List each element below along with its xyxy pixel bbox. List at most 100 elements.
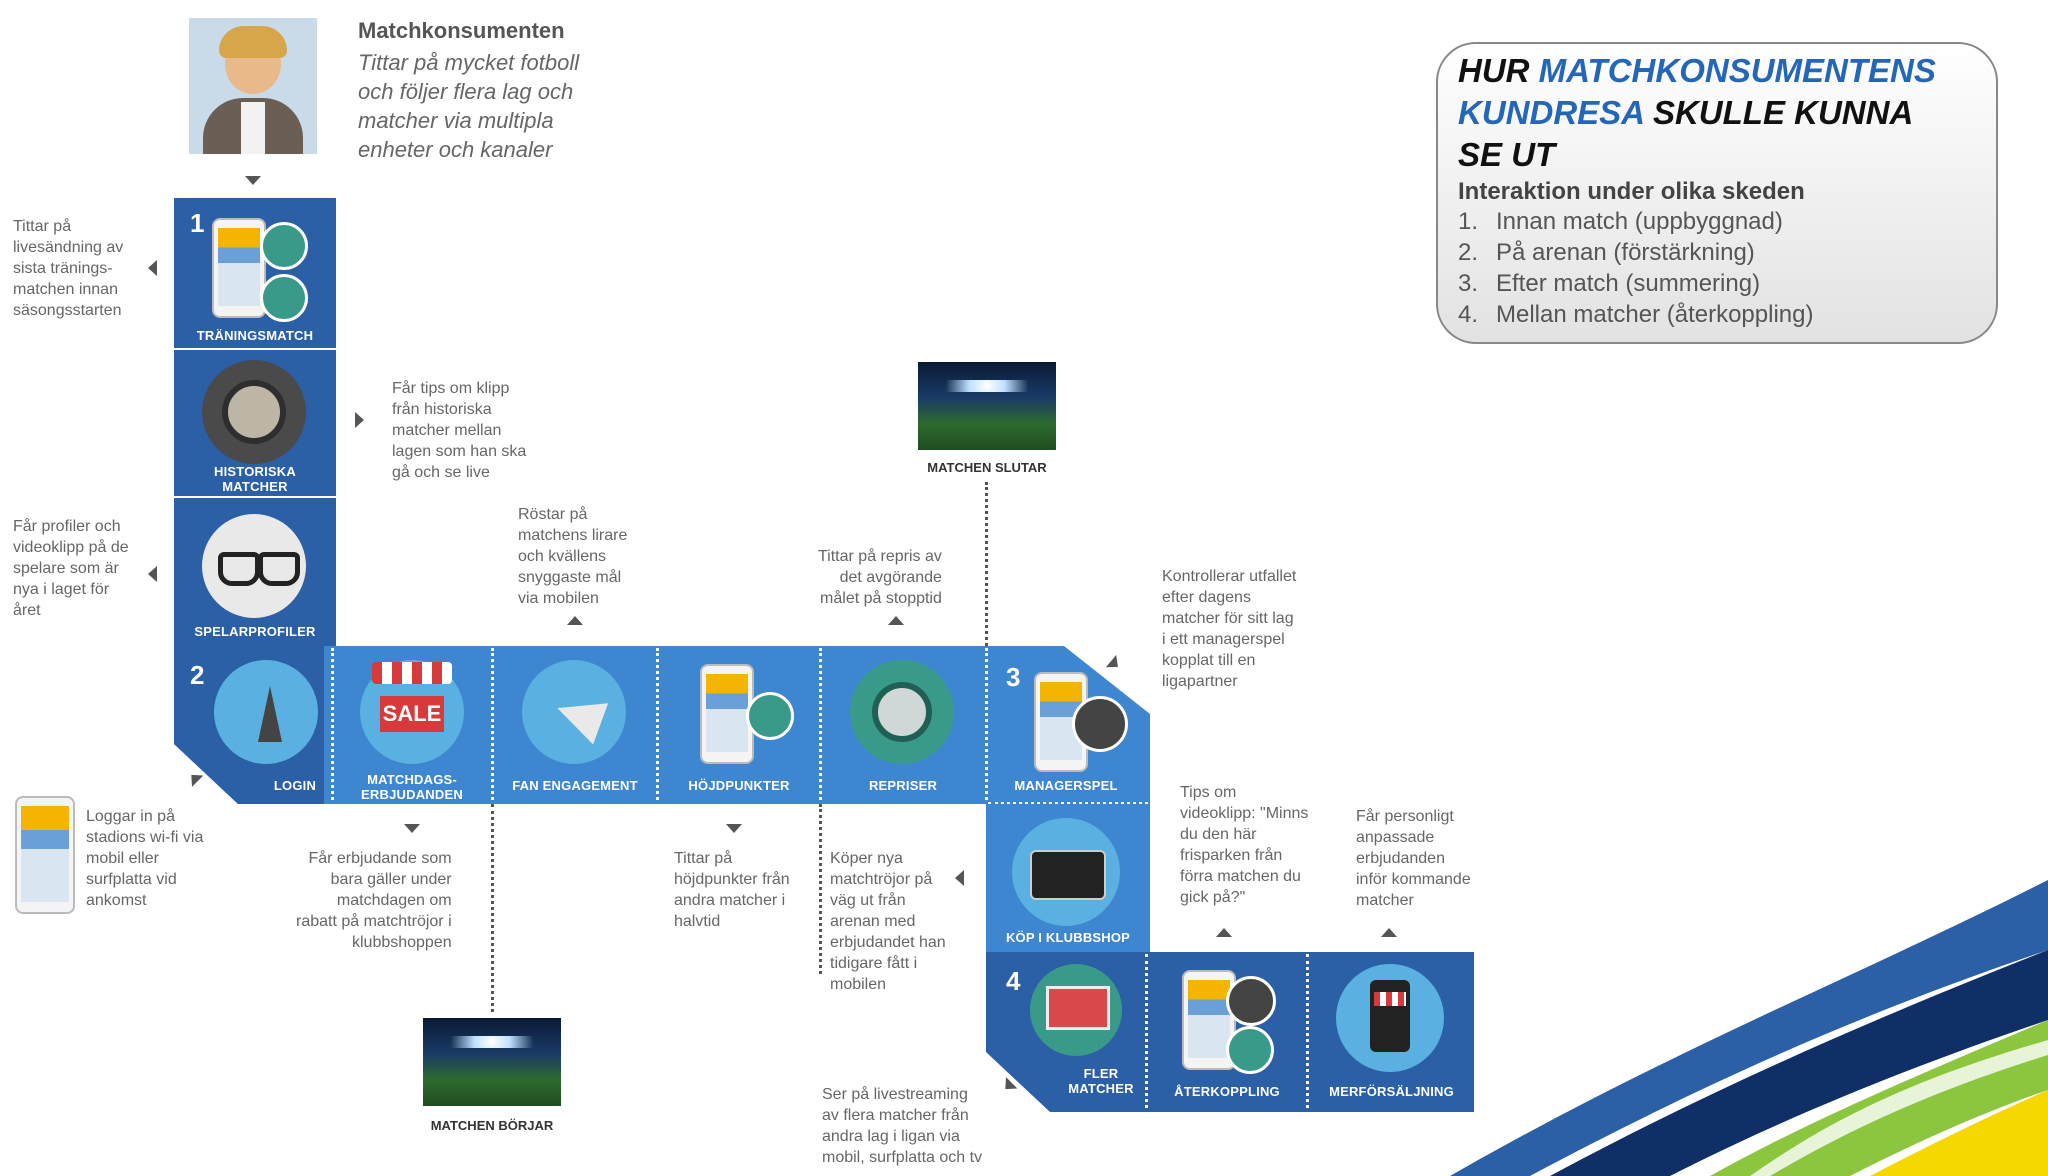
divider bbox=[331, 648, 334, 800]
note-spelarprofiler: Får profiler och videoklipp på de spelar… bbox=[13, 518, 129, 619]
film-reel-icon bbox=[260, 222, 308, 270]
chat-bubble-icon bbox=[1072, 696, 1128, 752]
arrow-down bbox=[404, 824, 420, 833]
chat-bubble-icon bbox=[1226, 976, 1276, 1026]
note-traningsmatch: Tittar på livesändning av sista tränings… bbox=[13, 218, 124, 319]
stage-number: 1 bbox=[190, 208, 205, 238]
mobile-awning bbox=[1374, 992, 1406, 1006]
note-flermatcher: Ser på livestreaming av flera matcher fr… bbox=[822, 1086, 983, 1166]
tile-label-merforsaljning: MERFÖRSÄLJNING bbox=[1329, 1084, 1454, 1099]
arrow-up bbox=[1381, 928, 1397, 937]
timeline-line bbox=[491, 804, 494, 1012]
tile-klubbshop: KÖP I KLUBBSHOP bbox=[986, 804, 1150, 952]
note-managerspel: Kontrollerar utfallet efter dagens match… bbox=[1162, 568, 1297, 690]
film-reel-icon bbox=[1226, 1026, 1274, 1074]
shield-icon bbox=[260, 274, 308, 322]
info-item: 4.Mellan matcher (återkoppling) bbox=[1458, 301, 1814, 328]
divider bbox=[176, 496, 334, 499]
divider bbox=[819, 648, 822, 800]
tile-label-managerspel: MANAGERSPEL bbox=[1014, 778, 1118, 793]
arrow-down bbox=[726, 824, 742, 833]
reel-inner bbox=[222, 380, 286, 444]
divider bbox=[988, 802, 1148, 805]
arrow-left bbox=[148, 566, 157, 582]
card bbox=[1030, 850, 1106, 900]
info-item: 2.På arenan (förstärkning) bbox=[1458, 239, 1755, 266]
note-historiska: Får tips om klipp från historiska matche… bbox=[392, 380, 527, 481]
tile-label-login: LOGIN bbox=[273, 778, 317, 793]
info-title-1b: MATCHKONSUMENTENS bbox=[1538, 52, 1936, 89]
divider bbox=[985, 648, 988, 800]
note-repriser: Tittar på repris av det avgörande målet … bbox=[818, 548, 942, 607]
arrow-up bbox=[1216, 928, 1232, 937]
timeline-line bbox=[819, 804, 822, 974]
awning bbox=[372, 662, 452, 684]
stadium-caption-start: MATCHEN BÖRJAR bbox=[430, 1118, 554, 1133]
mobile bbox=[1370, 980, 1410, 1052]
persona-description: Tittar på mycket fotboll och följer fler… bbox=[358, 50, 580, 162]
note-hojdpunkter: Tittar på höjdpunkter från andra matcher… bbox=[674, 850, 790, 930]
info-list: 1.Innan match (uppbyggnad) 2.På arenan (… bbox=[1458, 206, 1976, 330]
stadium-image-start bbox=[423, 1018, 561, 1106]
arrow-left bbox=[955, 870, 964, 886]
info-title-1a: HUR bbox=[1458, 52, 1539, 89]
tile-label: KÖP I KLUBBSHOP bbox=[1005, 930, 1131, 945]
glasses-left bbox=[218, 552, 260, 586]
divider bbox=[656, 648, 659, 800]
tile-label: TRÄNINGSMATCH bbox=[196, 328, 314, 343]
tile-label-hojdpunkter: HÖJDPUNKTER bbox=[688, 778, 790, 793]
divider bbox=[1306, 954, 1309, 1108]
tile-label-aterkoppling: ÅTERKOPPLING bbox=[1174, 1084, 1280, 1099]
tile-historiska-matcher: HISTORISKA MATCHER bbox=[174, 350, 336, 496]
note-login: Loggar in på stadions wi-fi via mobil el… bbox=[86, 808, 204, 909]
stadium-image-end bbox=[918, 362, 1056, 450]
arrow-right bbox=[355, 412, 364, 428]
divider bbox=[491, 648, 494, 800]
stadium-caption-end: MATCHEN SLUTAR bbox=[927, 460, 1047, 475]
info-item: 1.Innan match (uppbyggnad) bbox=[1458, 208, 1783, 235]
info-box: HUR MATCHKONSUMENTENS KUNDRESA SKULLE KU… bbox=[1436, 42, 1998, 344]
note-fan: Röstar på matchens lirare och kvällens s… bbox=[518, 506, 628, 607]
stage-number: 4 bbox=[1006, 966, 1021, 996]
tile-label: SPELARPROFILER bbox=[194, 624, 316, 639]
glasses-right bbox=[258, 552, 300, 586]
persona-title: Matchkonsumenten bbox=[358, 18, 565, 43]
tile-label-fan: FAN ENGAGEMENT bbox=[512, 778, 638, 793]
monitor bbox=[1046, 986, 1110, 1030]
info-title-3: SE UT bbox=[1458, 136, 1556, 173]
stage-number: 2 bbox=[190, 660, 205, 690]
tile-label-repriser: REPRISER bbox=[868, 778, 938, 793]
divider bbox=[1145, 954, 1148, 1108]
megaphone-icon bbox=[522, 660, 626, 764]
tile-spelarprofiler: SPELARPROFILER bbox=[174, 498, 336, 646]
note-matchdags: Får erbjudande som bara gäller under mat… bbox=[296, 850, 452, 951]
note-aterkoppling: Tips om videoklipp: "Minns du den här fr… bbox=[1180, 784, 1309, 906]
info-title-2a: KUNDRESA bbox=[1458, 94, 1644, 131]
sale-sign: SALE bbox=[380, 696, 444, 732]
phone-icon bbox=[700, 664, 754, 764]
note-klubbshop: Köper nya matchtröjor på väg ut från are… bbox=[830, 850, 946, 993]
arrow-left bbox=[148, 260, 157, 276]
tower bbox=[258, 686, 282, 742]
tile-traningsmatch: 1 TRÄNINGSMATCH bbox=[174, 198, 336, 348]
arrow-up bbox=[888, 616, 904, 625]
divider bbox=[176, 348, 334, 351]
persona-arrow bbox=[245, 176, 261, 185]
note-merforsaljning: Får personligt anpassade erbjudanden inf… bbox=[1356, 808, 1471, 909]
tile-label-matchdags: MATCHDAGS- ERBJUDANDEN bbox=[361, 772, 463, 802]
info-title-2b: SKULLE KUNNA bbox=[1643, 94, 1914, 131]
tablet-icon bbox=[15, 796, 75, 914]
arrow-up bbox=[567, 616, 583, 625]
phone-icon bbox=[1182, 970, 1236, 1070]
tile-label-flermatcher: FLER MATCHER bbox=[1068, 1066, 1134, 1096]
info-subtitle: Interaktion under olika skeden bbox=[1458, 178, 1805, 205]
info-item: 3.Efter match (summering) bbox=[1458, 270, 1761, 297]
decorative-wave bbox=[1450, 880, 2048, 1176]
tile-label: HISTORISKA MATCHER bbox=[214, 464, 296, 494]
stage-number: 3 bbox=[1006, 662, 1021, 692]
film-reel-icon bbox=[746, 692, 794, 740]
timeline-line bbox=[985, 482, 988, 646]
persona-avatar bbox=[189, 18, 317, 154]
phone-icon bbox=[212, 218, 266, 318]
reel-inner bbox=[872, 682, 932, 742]
